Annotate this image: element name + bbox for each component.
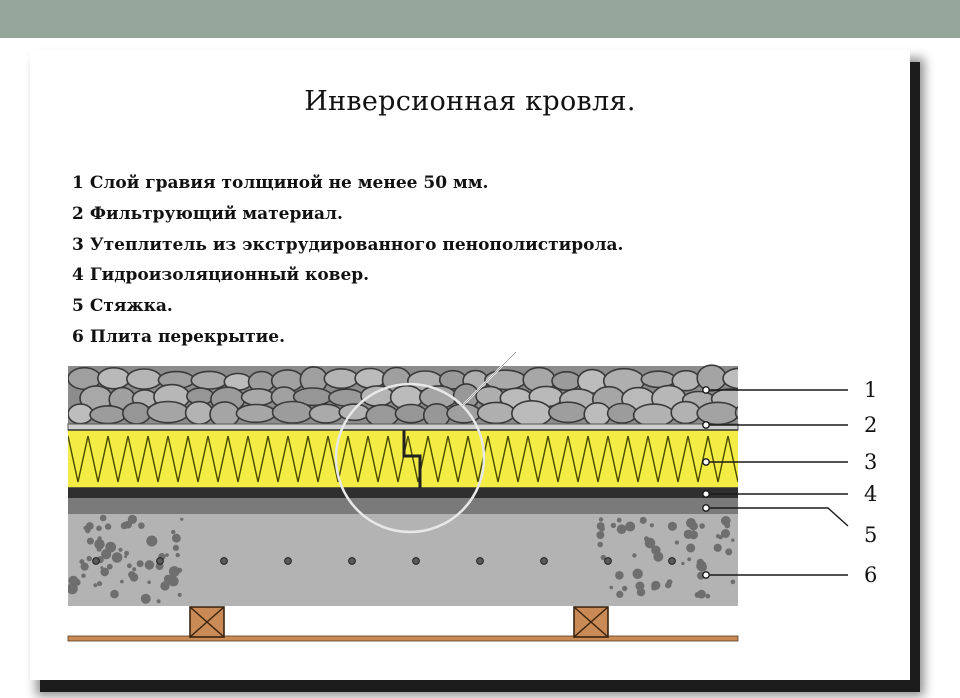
- beam-left: [189, 606, 225, 638]
- beam-right: [573, 606, 609, 638]
- callout-5: 5: [864, 523, 877, 547]
- waterproofing-layer: [68, 488, 738, 498]
- support-beams: [67, 606, 739, 642]
- callout-leaders: [702, 386, 849, 579]
- screed-layer: [68, 498, 738, 514]
- diagram-title: Инверсионная кровля.: [304, 86, 636, 117]
- callout-1: 1: [864, 378, 877, 402]
- callout-4: 4: [864, 482, 877, 506]
- slab-layer: [68, 514, 738, 606]
- callout-6: 6: [864, 563, 877, 587]
- detail-circle: [334, 382, 486, 534]
- roof-cross-section: 1 2 3 4 5 6: [67, 351, 877, 642]
- header-bar: [0, 0, 960, 38]
- callout-3: 3: [864, 450, 877, 474]
- gravel-layer: [68, 364, 738, 428]
- callout-2: 2: [864, 413, 877, 437]
- insulation-layer: [68, 429, 738, 489]
- filter-fabric-layer: [67, 423, 739, 431]
